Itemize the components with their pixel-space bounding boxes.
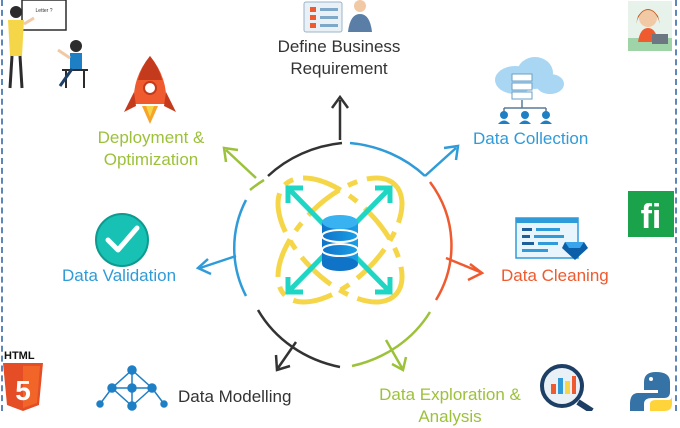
cycle-segment-cleaning — [428, 181, 453, 301]
label-exploration-line2: Analysis — [418, 407, 482, 426]
cycle-segment-modelling — [256, 309, 341, 369]
label-data-cleaning: Data Cleaning — [501, 266, 609, 285]
cycle-segment-exploration — [351, 311, 432, 368]
database-icon — [321, 215, 359, 271]
arrow-collection — [424, 144, 460, 177]
lifecycle-diagram: Letter ? fi HTML 5 — [3, 0, 674, 411]
cycle-segment-define — [267, 141, 343, 177]
label-define-line1: Define Business — [277, 37, 401, 56]
label-deployment-line2: Optimization — [103, 150, 199, 169]
cycle-segment-collection — [349, 141, 426, 177]
cycle-segment-validation — [232, 199, 248, 297]
label-deployment-line1: Deployment & — [97, 128, 205, 147]
label-data-exploration: Data Exploration & Analysis — [366, 384, 534, 428]
check-circle-icon — [95, 213, 149, 267]
left-dashed-border — [1, 0, 3, 411]
classroom-illustration — [8, 0, 88, 89]
document-clean-icon — [515, 217, 588, 260]
rocket-icon — [124, 56, 176, 124]
html5-number: 5 — [15, 375, 31, 406]
magnifier-chart-icon — [540, 364, 594, 411]
cycle-segment-deployment — [249, 178, 265, 191]
label-data-modelling: Data Modelling — [178, 387, 292, 406]
arrow-modelling — [274, 341, 298, 372]
fi-logo-icon — [628, 191, 674, 237]
label-exploration-line1: Data Exploration & — [379, 385, 521, 404]
clipboard-checklist-icon — [303, 0, 372, 33]
label-data-collection: Data Collection — [473, 129, 589, 148]
arrow-cleaning — [445, 256, 485, 282]
right-dashed-border — [675, 0, 677, 411]
label-define-business-requirement: Define Business Requirement — [264, 36, 414, 80]
arrow-define — [330, 94, 350, 140]
arrow-exploration — [384, 339, 408, 372]
board-note: Letter ? — [36, 8, 53, 14]
html5-shield-highlight — [23, 366, 40, 408]
label-deployment-optimization: Deployment & Optimization — [84, 127, 218, 171]
person-laptop-avatar — [628, 1, 672, 51]
html-badge-text: HTML — [4, 350, 35, 362]
label-data-validation: Data Validation — [62, 266, 177, 285]
fi-logo-text: fi — [641, 198, 662, 236]
network-model-icon — [96, 365, 168, 411]
arrow-validation — [195, 254, 237, 276]
label-define-line2: Requirement — [290, 59, 388, 78]
arrow-deployment — [222, 146, 257, 179]
python-logo-icon — [630, 372, 672, 411]
cloud-server-icon — [495, 57, 564, 124]
